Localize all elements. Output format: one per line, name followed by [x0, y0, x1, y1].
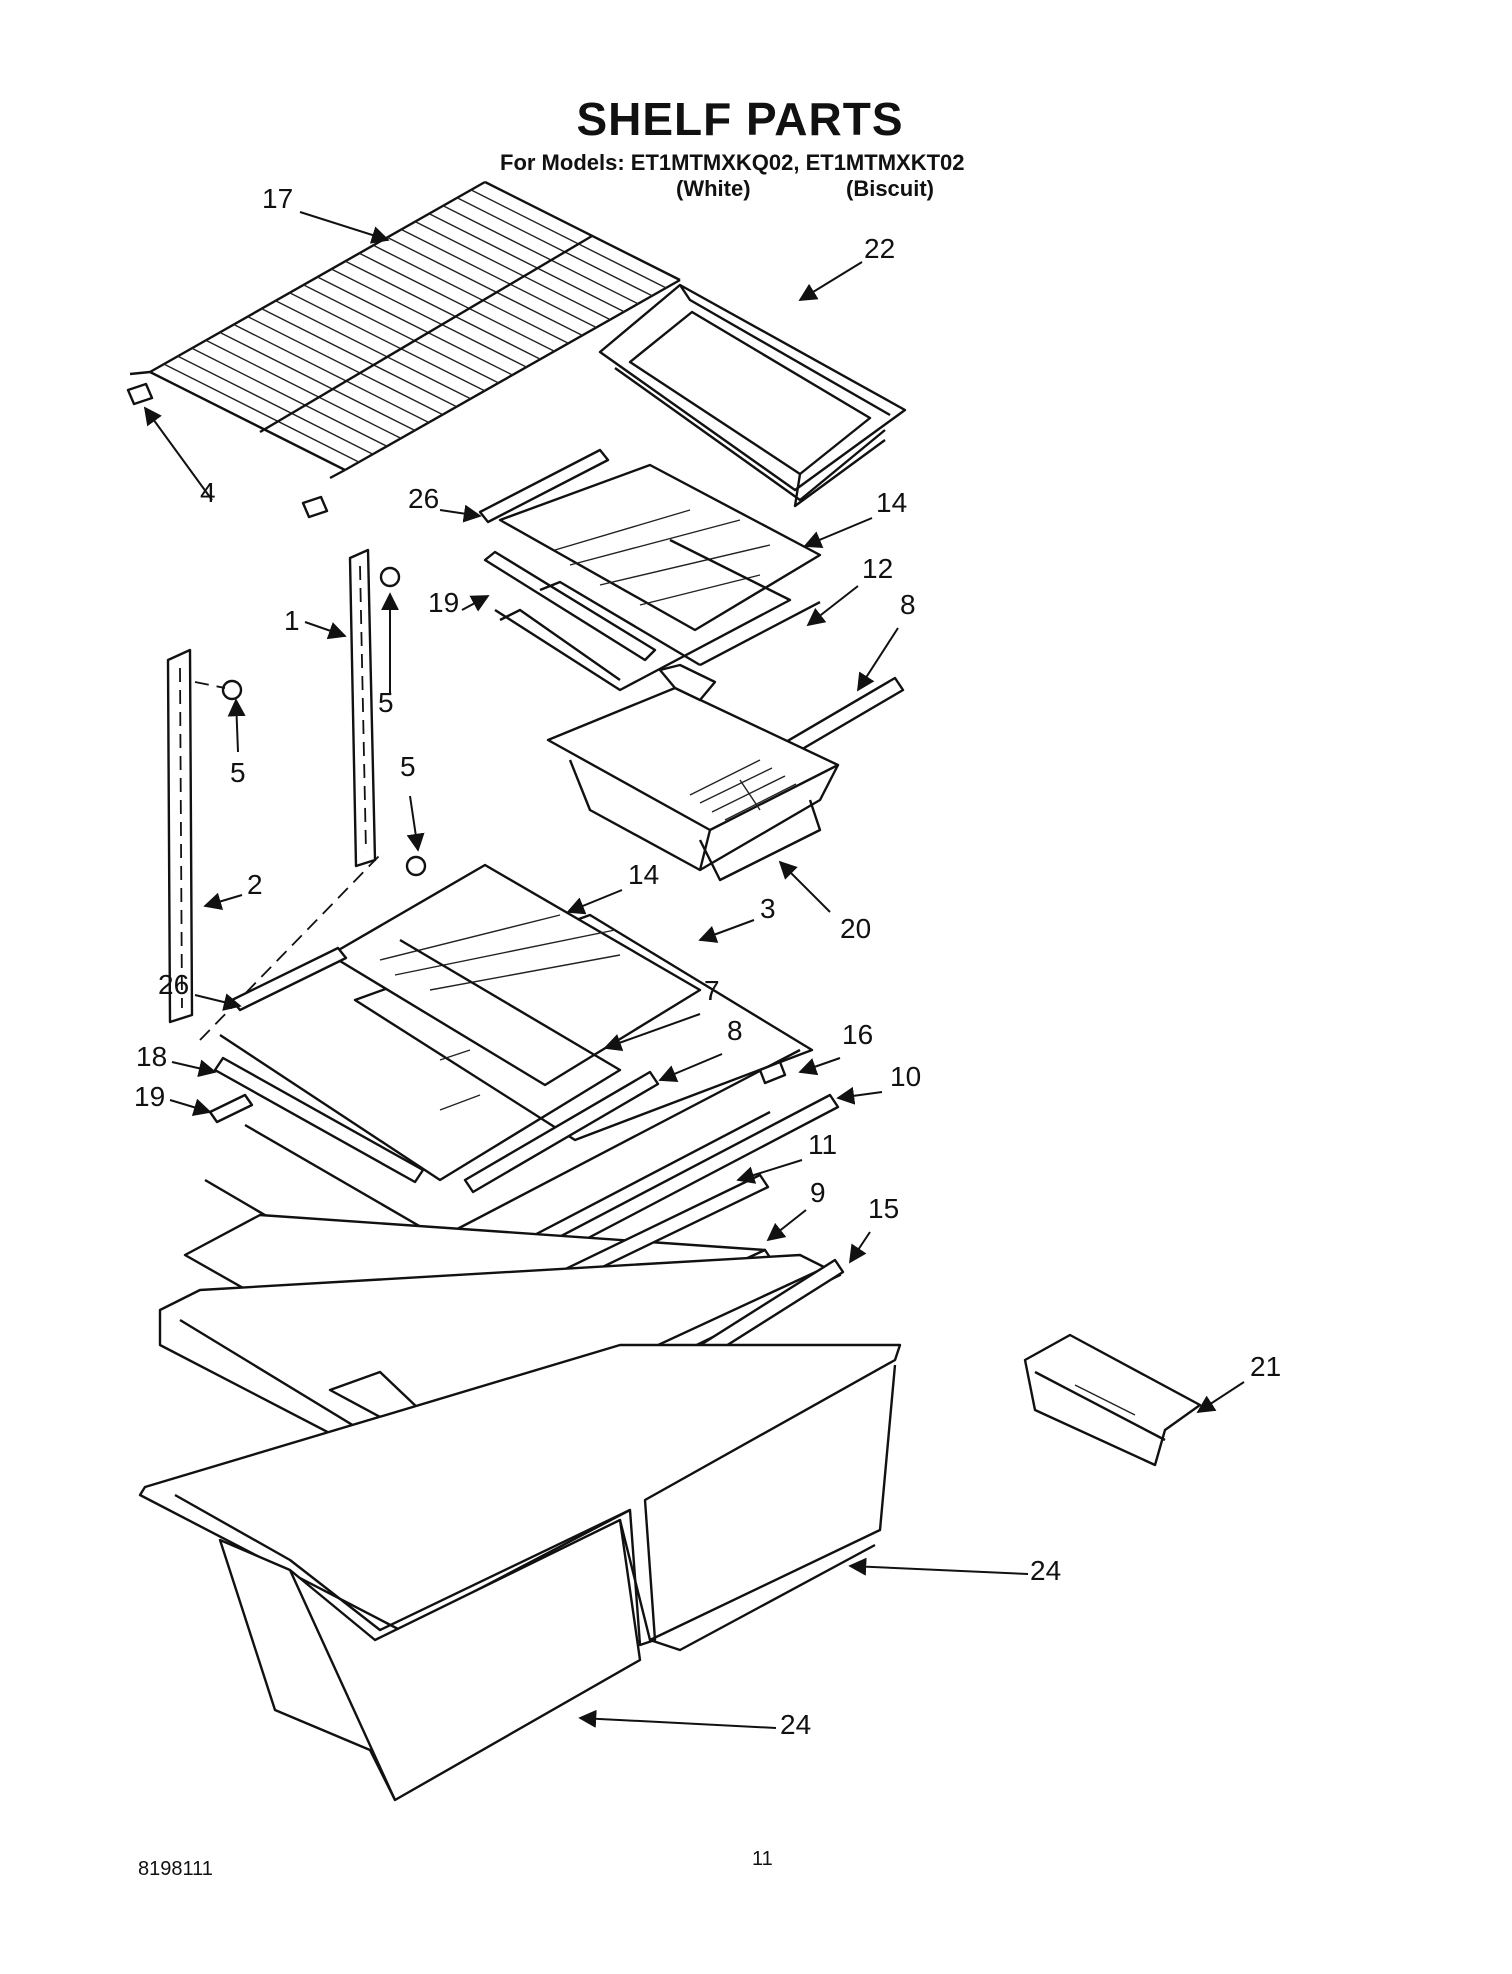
- callout-label-25: 9: [810, 1177, 826, 1208]
- callout-leader-4: [439, 504, 482, 523]
- callout-leader-22: [169, 1098, 212, 1116]
- callout-leader-17: [194, 993, 242, 1011]
- callout-leader-29: [578, 1709, 777, 1729]
- callout-leader-20: [798, 1057, 841, 1076]
- callout-leader-26: [849, 1231, 871, 1264]
- callout-leader-5: [803, 517, 873, 549]
- callout-leader-19: [658, 1053, 723, 1083]
- callout-leader-8: [461, 595, 490, 612]
- callout-label-20: 16: [842, 1019, 873, 1050]
- callout-label-17: 26: [158, 969, 189, 1000]
- callout-label-18: 7: [704, 975, 720, 1006]
- page-title: SHELF PARTS: [576, 93, 904, 145]
- callout-label-2: 22: [864, 233, 895, 264]
- lower-glass-shelf-part: [328, 863, 814, 1142]
- callout-leader-16: [778, 860, 831, 913]
- callout-leader-14: [566, 889, 623, 915]
- callout-label-28: 24: [1030, 1555, 1061, 1586]
- wire-shelf-part: [129, 180, 681, 480]
- callout-leader-28: [848, 1557, 1029, 1576]
- screw-part: [194, 566, 427, 877]
- callout-label-15: 3: [760, 893, 776, 924]
- callout-leader-12: [406, 795, 425, 852]
- callout-leader-18: [603, 1013, 701, 1052]
- callout-label-19: 8: [727, 1015, 743, 1046]
- callout-leader-21: [171, 1059, 217, 1078]
- callout-leader-7: [857, 627, 899, 692]
- callout-label-1: 17: [262, 183, 293, 214]
- variant-white-label: (White): [676, 176, 751, 201]
- crisper-drawer-part: [138, 1343, 902, 1802]
- door-bin-part: [1023, 1333, 1202, 1467]
- callout-leader-9: [304, 621, 347, 640]
- callout-label-6: 12: [862, 553, 893, 584]
- callout-label-24: 11: [808, 1129, 837, 1160]
- callout-label-16: 20: [840, 913, 871, 944]
- callout-leader-13: [203, 892, 243, 911]
- callout-leader-23: [836, 1086, 883, 1105]
- meat-pan-drawer-part: [546, 663, 840, 882]
- callout-label-21: 18: [136, 1041, 167, 1072]
- callout-label-14: 14: [628, 859, 659, 890]
- callout-label-11: 5: [230, 757, 246, 788]
- callout-label-4: 26: [408, 483, 439, 514]
- callout-label-13: 2: [247, 869, 263, 900]
- callout-label-3: 4: [200, 477, 216, 508]
- upper-shelf-assembly: [478, 448, 822, 692]
- storage-bin-part: [598, 283, 907, 508]
- callout-label-27: 21: [1250, 1351, 1281, 1382]
- callout-leader-3: [143, 406, 213, 501]
- callout-label-26: 15: [868, 1193, 899, 1224]
- callout-label-12: 5: [400, 751, 416, 782]
- callout-label-22: 19: [134, 1081, 165, 1112]
- callout-label-23: 10: [890, 1061, 921, 1092]
- document-number: 8198111: [138, 1858, 213, 1880]
- shelf-stud-part: [126, 382, 329, 519]
- callout-label-29: 24: [780, 1709, 811, 1740]
- callout-leader-11: [227, 698, 246, 753]
- callout-leader-2: [798, 261, 863, 301]
- callout-leader-15: [698, 919, 755, 943]
- callout-leader-25: [766, 1209, 807, 1242]
- callout-leader-24: [736, 1159, 803, 1184]
- callout-label-8: 19: [428, 587, 459, 618]
- models-line: For Models: ET1MTMXKQ02, ET1MTMXKT02: [500, 150, 965, 175]
- callout-leader-6: [806, 585, 859, 627]
- shelf-ladder-rail-part: [166, 548, 381, 1041]
- callout-label-9: 1: [284, 605, 300, 636]
- callout-label-7: 8: [900, 589, 916, 620]
- callout-leader-27: [1196, 1381, 1245, 1413]
- callout-leader-1: [299, 211, 390, 244]
- callout-label-10: 5: [378, 687, 394, 718]
- callout-label-5: 14: [876, 487, 907, 518]
- page-number: 11: [752, 1848, 773, 1870]
- variant-biscuit-label: (Biscuit): [846, 176, 934, 201]
